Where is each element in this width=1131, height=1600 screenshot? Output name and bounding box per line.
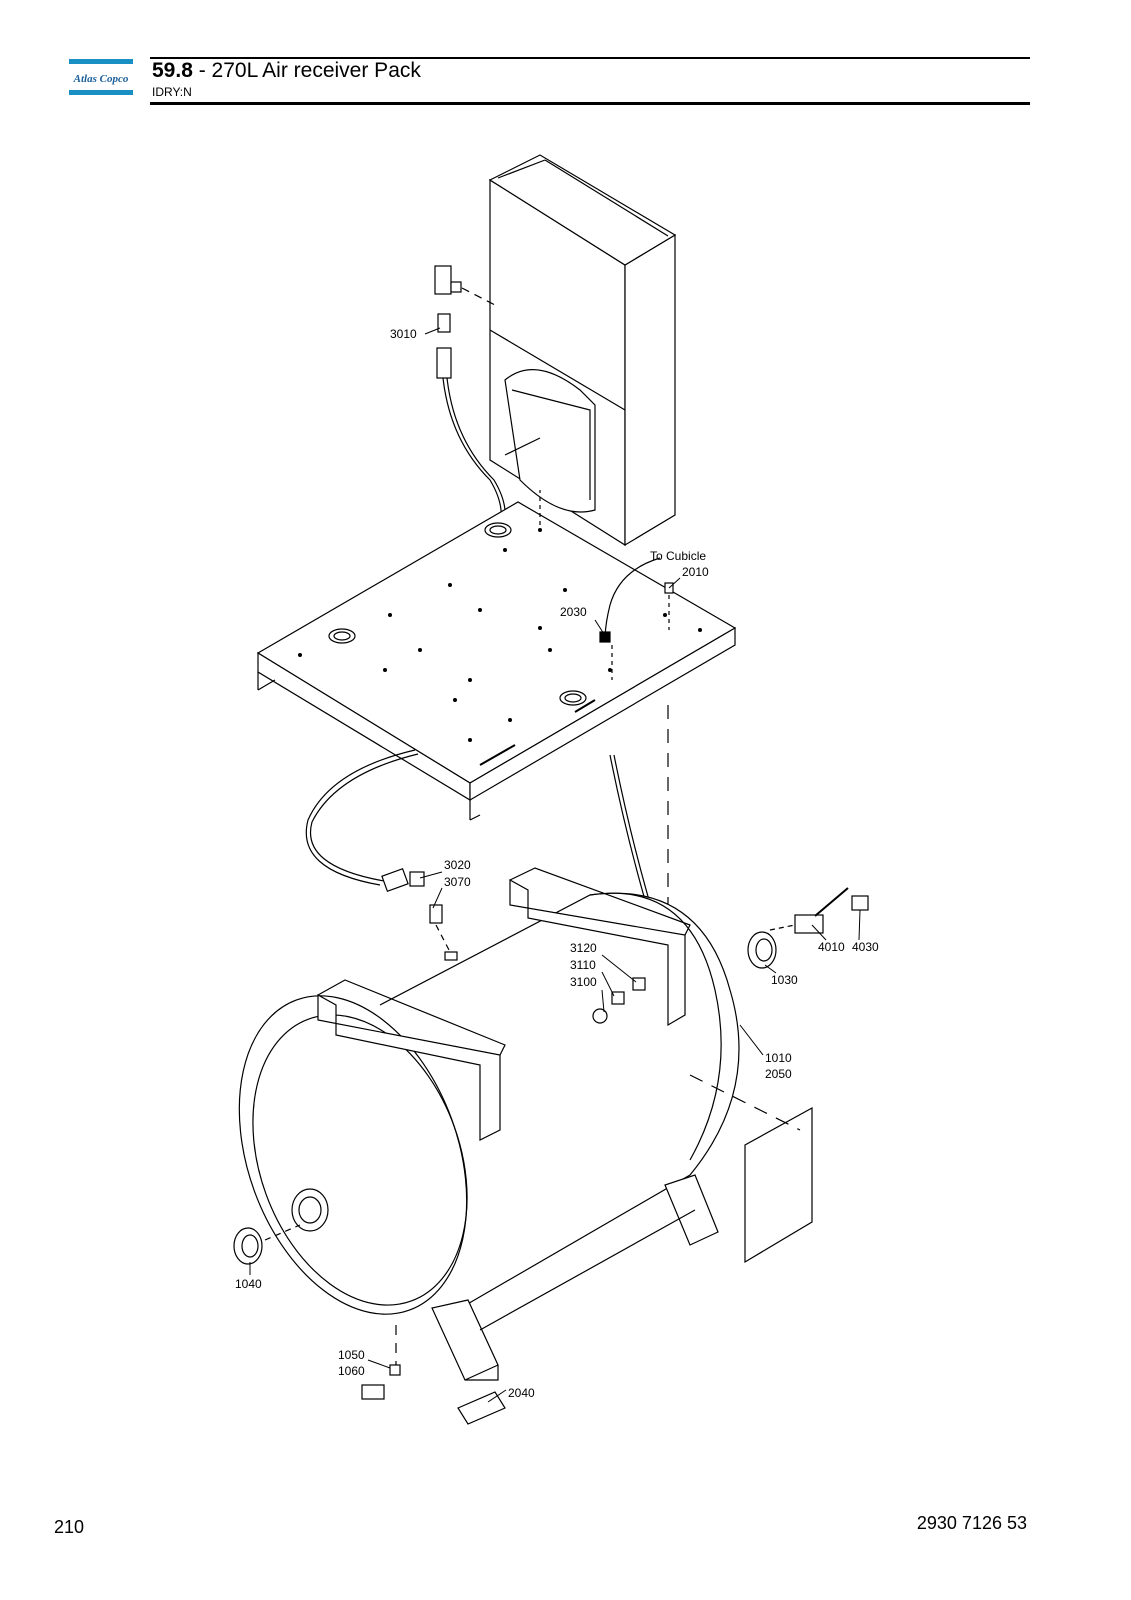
callout-3010: 3010 (390, 327, 417, 341)
plug-1040 (233, 1224, 301, 1265)
callout-2030: 2030 (560, 605, 587, 619)
callout-3070: 3070 (444, 875, 471, 889)
air-receiver-tank (238, 867, 740, 1381)
valve-1060 (361, 1384, 385, 1400)
page-subtitle: IDRY:N (152, 85, 192, 99)
callout-3020: 3020 (444, 858, 471, 872)
fitting-3100 (592, 1008, 608, 1024)
hose-left (305, 749, 416, 886)
ball-valve-4010 (769, 887, 869, 934)
hose-to-cubicle (604, 557, 661, 641)
callout-2010: 2010 (682, 565, 709, 579)
section-title: 270L Air receiver Pack (211, 59, 421, 82)
fitting-3110 (611, 991, 625, 1005)
fitting-1050 (389, 1364, 401, 1376)
callout-4030: 4030 (852, 940, 879, 954)
gland-1030 (747, 931, 777, 969)
foot-pad-2040 (457, 1391, 506, 1425)
callout-2040: 2040 (508, 1386, 535, 1400)
callout-3120: 3120 (570, 941, 597, 955)
callout-1030: 1030 (771, 973, 798, 987)
fitting-2030 (599, 631, 611, 643)
fitting-3010 (434, 265, 496, 379)
callout-1010: 1010 (765, 1051, 792, 1065)
callout-1050: 1050 (338, 1348, 365, 1362)
page-number: 210 (54, 1517, 85, 1537)
callout-3110: 3110 (570, 958, 596, 972)
callout-4010: 4010 (818, 940, 845, 954)
section-number: 59.8 (152, 59, 193, 82)
hose-upper (442, 377, 502, 526)
base-plate (256, 501, 737, 821)
header-bottom-rule (150, 102, 1030, 105)
document-number: 2930 7126 53 (916, 1513, 1027, 1533)
cubicle-panel (488, 154, 677, 547)
callout-to-cubicle: To Cubicle (650, 549, 706, 563)
title-separator: - (192, 59, 212, 82)
fitting-3020 (381, 867, 458, 961)
callout-2050: 2050 (765, 1067, 792, 1081)
header-top-rule (150, 57, 1030, 59)
sign-plate-2050 (744, 1106, 813, 1264)
callout-1060: 1060 (338, 1364, 365, 1378)
page-title: 59.8 - 270L Air receiver Pack (152, 58, 421, 84)
callout-1040: 1040 (235, 1277, 262, 1291)
callout-3100: 3100 (570, 975, 597, 989)
fitting-3120 (632, 977, 646, 991)
atlas-copco-logo: Atlas Copco (69, 59, 133, 95)
svg-text:Atlas Copco: Atlas Copco (73, 73, 129, 85)
